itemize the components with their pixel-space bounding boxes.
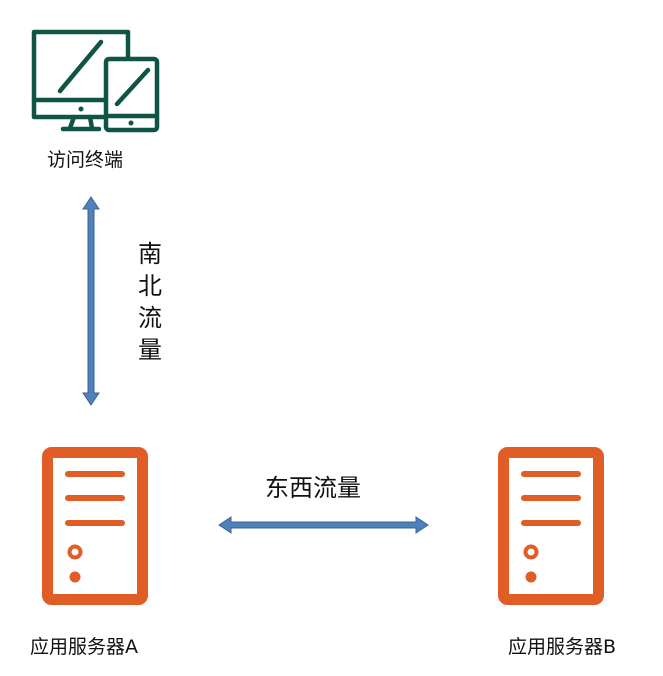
server-a-label: 应用服务器A [30, 636, 138, 658]
server-a-icon [42, 447, 148, 605]
east-west-arrow [218, 516, 429, 534]
monitor-tablet-icon [31, 29, 160, 133]
terminal-label: 访问终端 [47, 149, 124, 171]
north-south-arrow [82, 196, 100, 406]
server-b-label: 应用服务器B [508, 636, 617, 658]
north-south-label: 南北流量 [138, 240, 162, 364]
server-b-icon [498, 447, 604, 605]
east-west-label: 东西流量 [265, 474, 361, 502]
